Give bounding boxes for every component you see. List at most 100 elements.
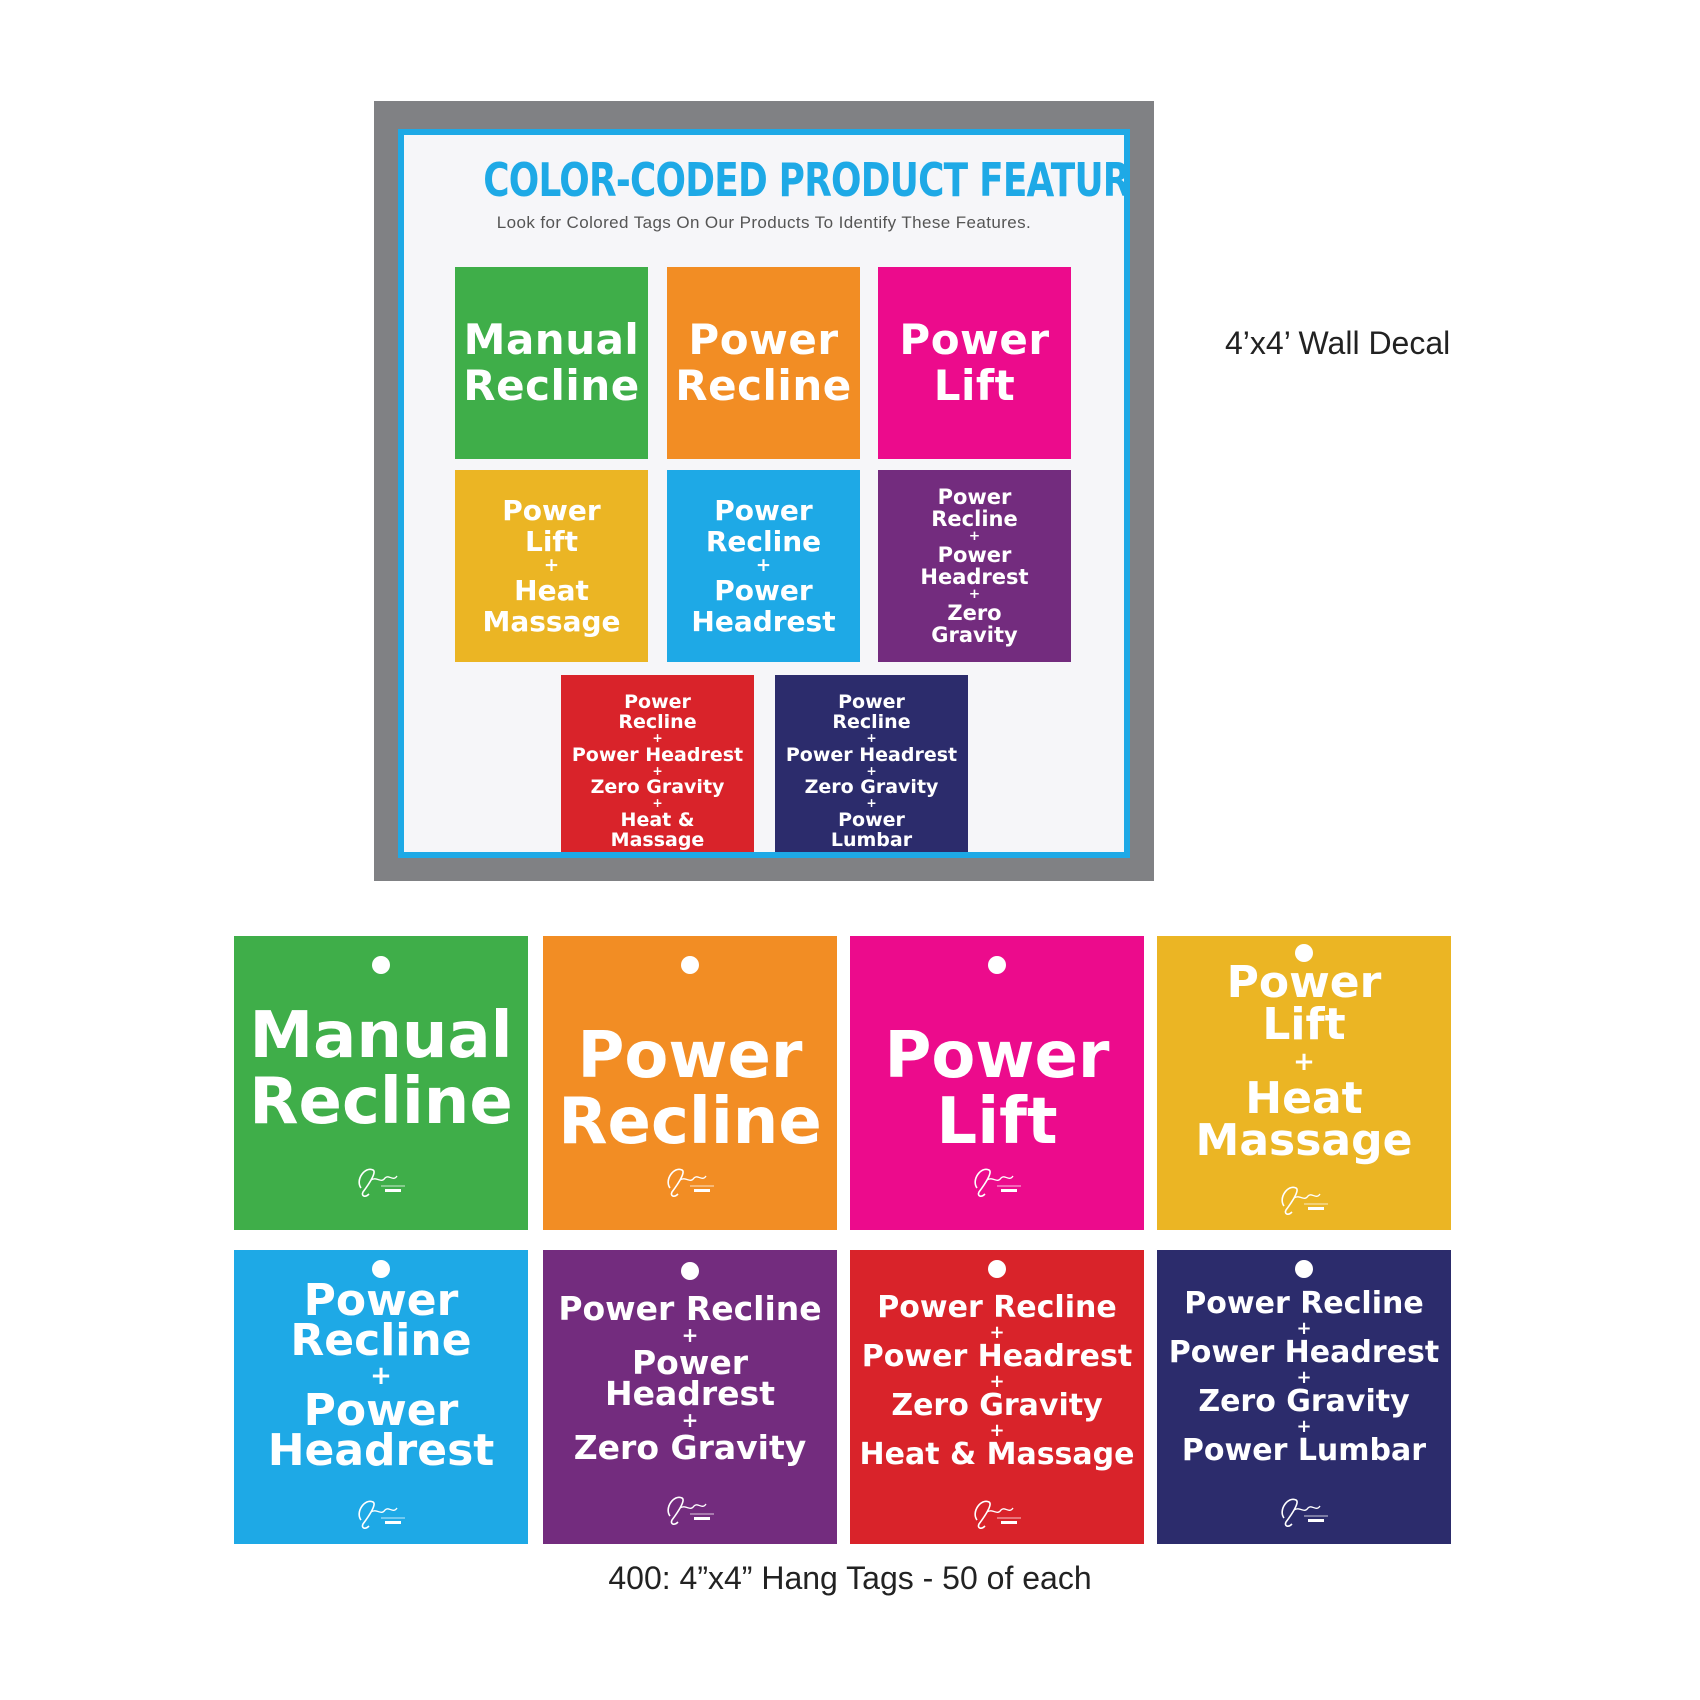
tag-text-line: Massage xyxy=(610,828,705,851)
signature-design-logo xyxy=(974,1168,1021,1197)
tag-text-line: Massage xyxy=(1195,1115,1413,1166)
tag-text-line: Power xyxy=(502,493,601,527)
decal-subtitle: Look for Colored Tags On Our Products To… xyxy=(496,213,1032,232)
plus-sign: + xyxy=(968,586,981,602)
tag-text-line: Lift xyxy=(524,524,578,558)
plus-sign: + xyxy=(989,1419,1005,1441)
hang-tag-text: Power Recline+Power Headrest+Zero Gravit… xyxy=(850,1276,1144,1486)
plus-sign: + xyxy=(866,763,877,778)
plus-sign: + xyxy=(652,731,663,746)
signature-design-logo xyxy=(1281,1498,1328,1527)
tag-text-line: Power Headrest xyxy=(861,1338,1133,1374)
tag-text-line: Power xyxy=(899,315,1050,364)
tag-text-line: Zero Gravity xyxy=(891,1387,1103,1423)
tag-text-line: Heat xyxy=(1245,1073,1363,1124)
tag-text-line: Lift xyxy=(936,1085,1058,1159)
tag-text-line: Lift xyxy=(1262,999,1346,1050)
tag-text-line: Manual xyxy=(249,999,513,1073)
tag-text-line: Heat & xyxy=(620,808,695,831)
tag-text-line: Headrest xyxy=(691,605,836,639)
plus-sign: + xyxy=(370,1361,392,1391)
hang-tag: Power Recline+Power Headrest+Zero Gravit… xyxy=(850,1250,1144,1544)
signature-design-logo xyxy=(358,1168,405,1197)
plus-sign: + xyxy=(652,763,663,778)
tag-text-line: Power xyxy=(577,1019,803,1093)
wall-decal: COLOR-CODED PRODUCT FEATURES Look for Co… xyxy=(374,101,1154,881)
tag-text-line: Power xyxy=(714,493,813,527)
signature-design-logo xyxy=(358,1500,405,1529)
signature-design-logo xyxy=(667,1168,714,1197)
wall-decal-panel: COLOR-CODED PRODUCT FEATURES Look for Co… xyxy=(398,129,1130,858)
hang-hole-icon xyxy=(1295,1260,1313,1278)
plus-sign: + xyxy=(652,796,663,811)
tag-text-line: Recline xyxy=(675,361,852,410)
tag-text-line: Power Recline xyxy=(558,1289,822,1328)
tag-text-line: Power xyxy=(303,1385,459,1436)
tag-text-line: Power Headrest xyxy=(1168,1334,1440,1370)
tag-text-line: Recline xyxy=(931,507,1018,532)
plus-sign: + xyxy=(543,554,560,576)
tag-text-line: Power Lumbar xyxy=(1181,1432,1427,1468)
plus-sign: + xyxy=(989,1321,1005,1343)
hang-hole-icon xyxy=(1295,944,1313,962)
plus-sign: + xyxy=(1296,1317,1312,1339)
tag-text-line: Massage xyxy=(482,605,621,639)
plus-sign: + xyxy=(681,1408,699,1432)
tag-text-line: Power xyxy=(714,574,813,608)
wall-decal-label: 4’x4’ Wall Decal xyxy=(1225,325,1451,361)
hang-hole-icon xyxy=(372,1260,390,1278)
tag-text-line: Recline xyxy=(618,711,697,734)
hang-hole-icon xyxy=(681,956,699,974)
hang-hole-icon xyxy=(372,956,390,974)
tag-text-line: Power xyxy=(632,1343,748,1382)
tag-text-line: Power xyxy=(937,543,1012,567)
plus-sign: + xyxy=(1296,1366,1312,1388)
tag-text-line: Power xyxy=(884,1019,1110,1093)
signature-design-logo xyxy=(974,1500,1021,1529)
tag-text-line: Power xyxy=(838,808,905,831)
plus-sign: + xyxy=(866,731,877,746)
tag-text-line: Zero xyxy=(947,600,1002,625)
tag-text-line: Headrest xyxy=(920,565,1029,589)
tag-text-line: Zero Gravity xyxy=(573,1428,807,1467)
hang-hole-icon xyxy=(988,1260,1006,1278)
plus-sign: + xyxy=(1293,1047,1315,1077)
tag-text-line: Zero Gravity xyxy=(804,776,939,799)
decal-title: COLOR-CODED PRODUCT FEATURES xyxy=(483,153,1130,207)
signature-design-logo xyxy=(1281,1186,1328,1215)
hang-hole-icon xyxy=(988,956,1006,974)
tag-text-line: Power xyxy=(303,1275,459,1326)
tag-text-line: Zero Gravity xyxy=(1198,1383,1410,1419)
tag-text-line: Power Recline xyxy=(1184,1285,1424,1321)
tag-text-line: Power xyxy=(1226,957,1382,1008)
hang-tag: Power Recline+Power Headrest+Zero Gravit… xyxy=(1157,1250,1451,1544)
tag-text-line: Power xyxy=(937,485,1012,510)
plus-sign: + xyxy=(755,554,772,576)
plus-sign: + xyxy=(989,1370,1005,1392)
tag-text-line: Lift xyxy=(933,361,1016,410)
plus-sign: + xyxy=(866,796,877,811)
tag-text-line: Zero Gravity xyxy=(590,776,725,799)
tag-text-line: Headrest xyxy=(605,1374,775,1413)
